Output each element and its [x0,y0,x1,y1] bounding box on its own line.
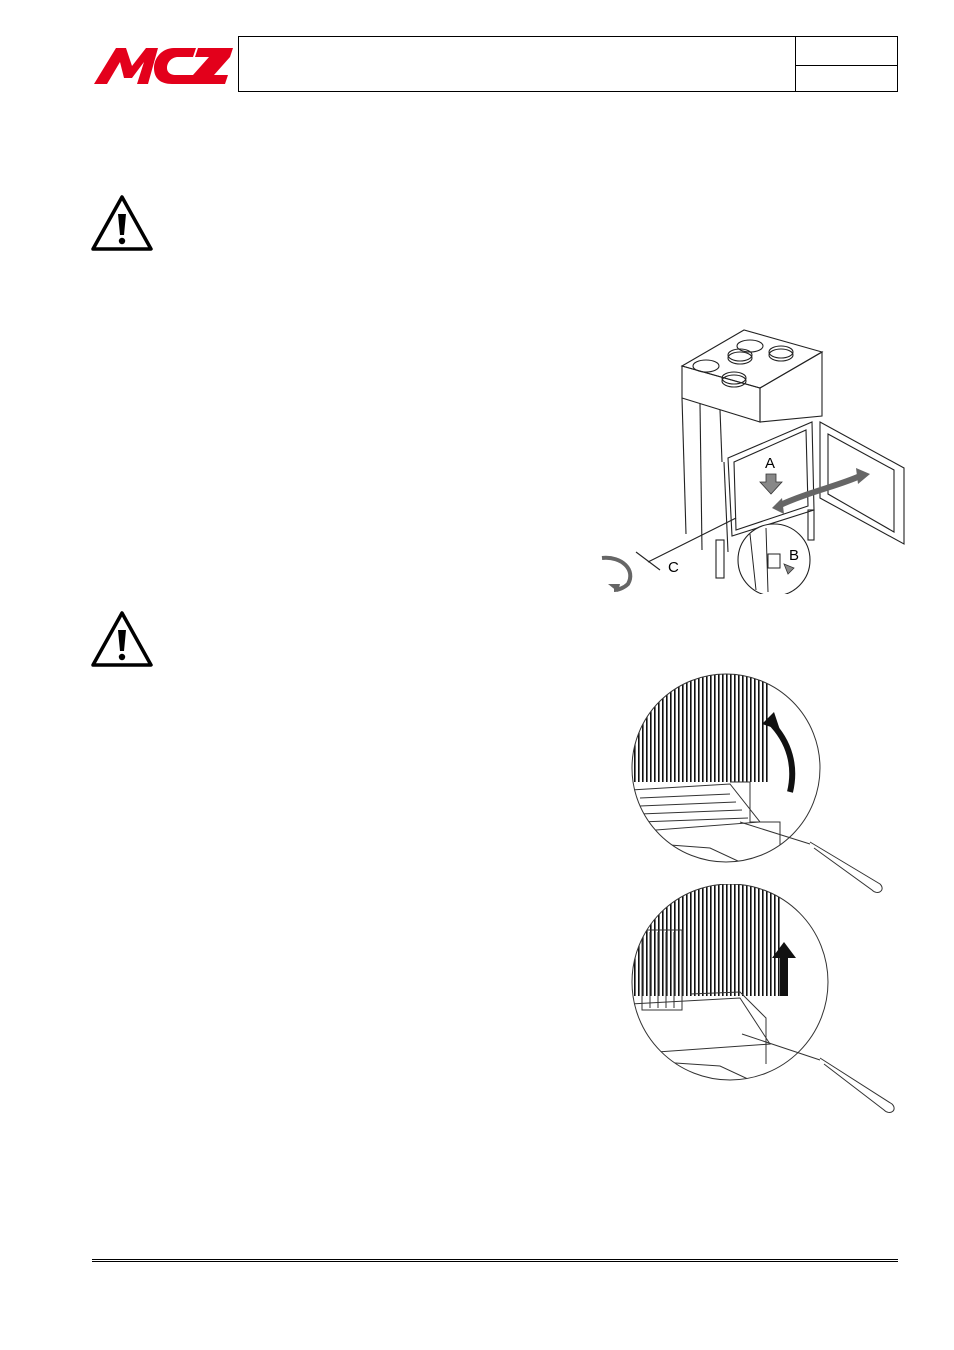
header-code-box [795,36,898,92]
label-c: C [668,559,679,576]
warning-triangle-icon [91,195,153,251]
mcz-logo [94,48,233,84]
grate-lift-figure [631,673,883,893]
warning-triangle-icon [91,611,153,667]
label-b: B [789,547,799,564]
grate-raise-figure [631,884,895,1113]
header-code-divider [795,65,897,66]
label-a: A [765,455,775,472]
footer-rule [92,1259,898,1262]
stove-door-figure: A B C [601,329,905,594]
header-title-box [238,36,796,92]
